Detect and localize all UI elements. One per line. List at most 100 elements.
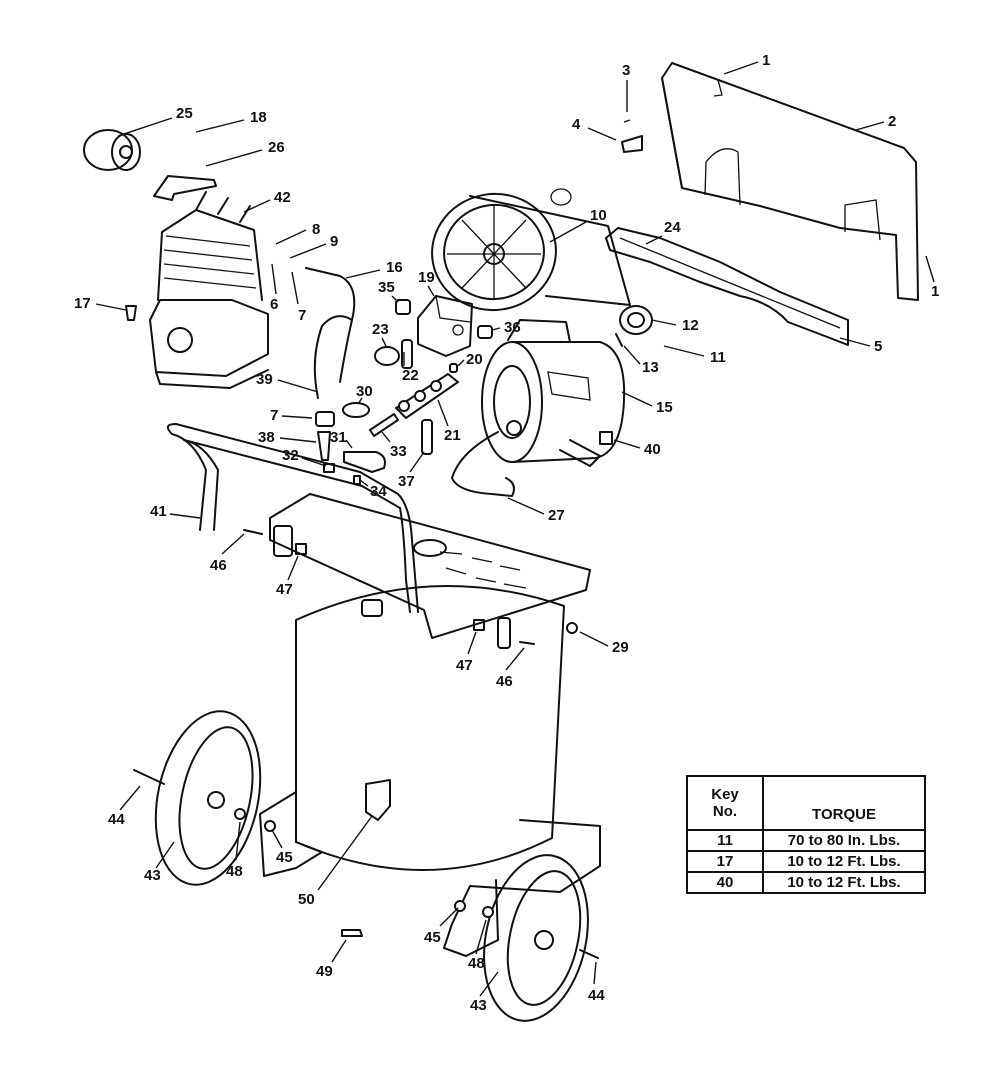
hardware: [125, 119, 643, 959]
callout-10: 10: [549, 207, 607, 243]
callout-label: 41: [150, 503, 167, 520]
callout-label: 4: [572, 116, 581, 133]
key-cell: 11: [686, 829, 764, 852]
outlet-tube-16: [305, 267, 356, 383]
nipple-22: [401, 339, 413, 369]
key-header-line2: No.: [712, 803, 738, 820]
callout-7: 7: [270, 407, 313, 424]
clip-4: [621, 135, 643, 153]
electric-motor: [481, 319, 626, 467]
callout-34: 34: [359, 479, 387, 500]
callout-label: 47: [456, 657, 473, 674]
cap-30: [342, 402, 370, 418]
callout-11: 11: [663, 345, 726, 366]
callout-36: 36: [491, 319, 521, 336]
callout-label: 34: [370, 483, 387, 500]
tube-33: [369, 413, 399, 437]
bolt-46a: [243, 529, 263, 535]
callout-label: 48: [226, 863, 243, 880]
callout-label: 13: [642, 359, 659, 376]
callout-22: 22: [402, 352, 419, 384]
callout-label: 44: [108, 811, 125, 828]
callout-label: 49: [316, 963, 333, 980]
pressure-switch: [417, 295, 473, 357]
callout-label: 8: [312, 221, 320, 238]
callout-label: 21: [444, 427, 461, 444]
callout-7: 7: [291, 271, 306, 324]
callout-41: 41: [150, 503, 201, 520]
callout-20: 20: [457, 351, 483, 368]
callout-6: 6: [270, 263, 278, 313]
callout-37: 37: [398, 451, 425, 490]
callout-label: 16: [386, 259, 403, 276]
plug-20: [449, 363, 458, 373]
tubing: [305, 267, 515, 497]
callout-38: 38: [258, 429, 317, 446]
callout-48: 48: [226, 821, 243, 880]
label-50: [365, 779, 391, 821]
callouts: 1 1 2 3 4 5 6 7 7 8 9 10 11 12 13 15 16 …: [74, 52, 939, 1014]
torque-table: Key No. TORQUE 11 70 to 80 In. Lbs. 17 1…: [686, 775, 926, 894]
bolt-40: [599, 431, 613, 445]
callout-46: 46: [210, 533, 245, 574]
callout-label: 43: [144, 867, 161, 884]
callout-label: 20: [466, 351, 483, 368]
callout-label: 22: [402, 367, 419, 384]
callout-3: 3: [622, 62, 630, 112]
callout-29: 29: [579, 631, 629, 656]
callout-label: 27: [548, 507, 565, 524]
table-row: 11 70 to 80 In. Lbs.: [686, 829, 926, 852]
callout-40: 40: [613, 439, 661, 458]
nipple-37: [421, 419, 433, 455]
callout-label: 32: [282, 447, 299, 464]
callout-label: 45: [276, 849, 293, 866]
callout-label: 24: [664, 219, 681, 236]
callout-label: 31: [330, 429, 347, 446]
callout-label: 29: [612, 639, 629, 656]
callout-47: 47: [456, 631, 477, 674]
callout-label: 2: [888, 113, 896, 130]
table-row: 40 10 to 12 Ft. Lbs.: [686, 871, 926, 894]
tube-27: [451, 431, 515, 497]
callout-label: 37: [398, 473, 415, 490]
callout-label: 48: [468, 955, 485, 972]
callout-label: 36: [504, 319, 521, 336]
callout-label: 30: [356, 383, 373, 400]
air-filter: [83, 129, 141, 171]
callout-18: 18: [195, 109, 267, 133]
callout-label: 26: [268, 139, 285, 156]
callout-label: 7: [298, 307, 306, 324]
key-cell: 40: [686, 871, 764, 894]
callout-label: 6: [270, 296, 278, 313]
callout-label: 1: [931, 283, 939, 300]
callout-44: 44: [588, 961, 605, 1004]
callout-label: 18: [250, 109, 267, 126]
bolt-17: [125, 305, 137, 321]
torque-header: TORQUE: [762, 775, 926, 831]
fitting-38: [317, 431, 331, 461]
belt-guard-bracket: [605, 227, 849, 346]
callout-35: 35: [378, 279, 399, 303]
handle: [166, 423, 419, 613]
check-valve-31: [343, 451, 386, 473]
callout-27: 27: [507, 497, 565, 524]
callout-43: 43: [144, 841, 175, 884]
callout-label: 47: [276, 581, 293, 598]
callout-label: 35: [378, 279, 395, 296]
callout-label: 40: [644, 441, 661, 458]
callout-15: 15: [621, 391, 673, 416]
callout-39: 39: [256, 371, 319, 393]
nut-47a: [295, 543, 307, 555]
callout-label: 42: [274, 189, 291, 206]
callout-30: 30: [356, 383, 373, 405]
callout-label: 12: [682, 317, 699, 334]
wheel-left: [154, 710, 262, 886]
axle-bolt-44b: [579, 949, 599, 959]
screw-34: [353, 475, 361, 485]
key-no-header: Key No.: [686, 775, 764, 831]
callout-4: 4: [572, 116, 617, 141]
callout-25: 25: [117, 105, 193, 137]
callout-label: 46: [210, 557, 227, 574]
callout-45: 45: [271, 829, 293, 866]
